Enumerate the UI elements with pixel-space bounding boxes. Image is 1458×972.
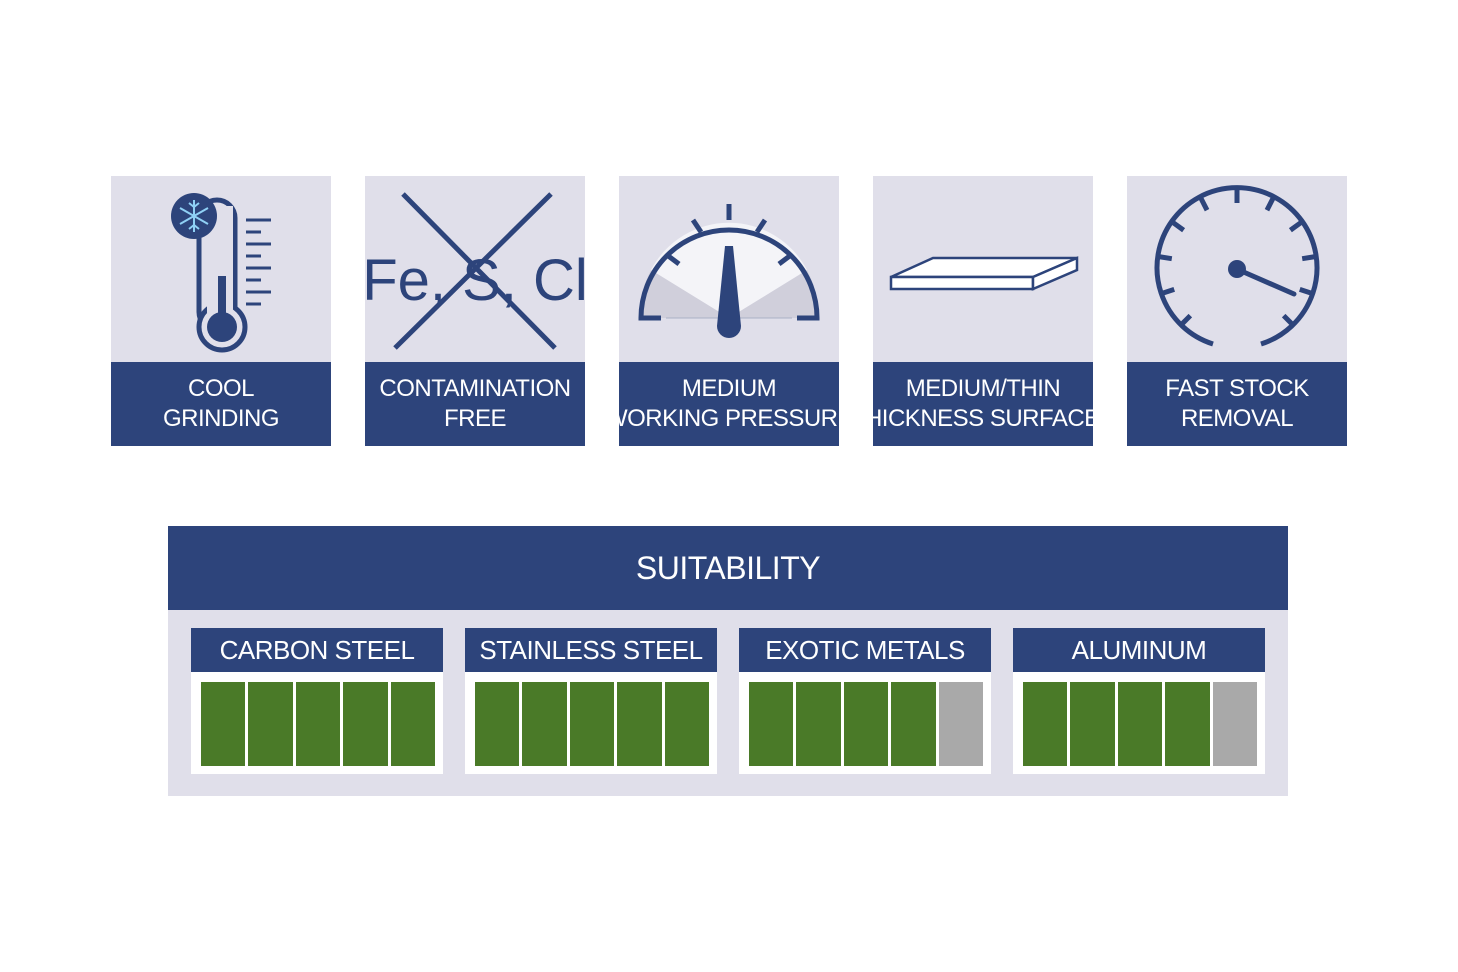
rating-cell-filled	[796, 682, 841, 766]
feature-fast-stock-removal: FAST STOCK REMOVAL	[1127, 176, 1347, 446]
rating-cell-filled	[617, 682, 662, 766]
feature-cool-grinding: COOL GRINDING	[111, 176, 331, 446]
feature-medium-pressure: MEDIUM WORKING PRESSURE	[605, 176, 854, 446]
feature-label: CONTAMINATION FREE	[365, 362, 585, 446]
speedometer-tick	[1160, 287, 1176, 297]
rating-cell-empty	[1212, 682, 1258, 766]
contamination-elements-text: Fe, S, Cl	[365, 248, 585, 313]
rating-cell-filled	[343, 682, 388, 766]
speedometer-tick	[1288, 219, 1304, 233]
rating-cell-filled	[843, 682, 889, 766]
material-name: CARBON STEEL	[191, 628, 443, 672]
speedometer-tick	[1281, 313, 1296, 328]
rating-bar	[201, 682, 436, 766]
material-name: EXOTIC METALS	[739, 628, 991, 672]
feature-label: MEDIUM/THIN THICKNESS SURFACES	[851, 362, 1116, 446]
rating-cell-filled	[475, 682, 520, 766]
contamination-free-icon: Fe, S, Cl	[365, 176, 585, 362]
rating-cell-filled	[248, 682, 293, 766]
speedometer-tick	[1170, 219, 1186, 233]
feature-contamination-free: Fe, S, Cl CONTAMINATION FREE	[365, 176, 585, 446]
thin-plate-icon	[873, 176, 1093, 362]
rating-cell-filled	[390, 682, 436, 766]
rating-cell-empty	[938, 682, 984, 766]
rating-bar	[1023, 682, 1258, 766]
rating-cell-filled	[201, 682, 246, 766]
rating-cell-filled	[1165, 682, 1210, 766]
rating-cell-filled	[1070, 682, 1115, 766]
speedometer-tick	[1157, 254, 1173, 262]
rating-bar	[749, 682, 984, 766]
pressure-gauge-icon	[619, 176, 839, 362]
feature-list: COOL GRINDING Fe, S, Cl CONTAMINATION FR…	[111, 176, 1347, 446]
material-name: ALUMINUM	[1013, 628, 1265, 672]
speedometer-tick	[1178, 313, 1193, 328]
thermometer-snowflake-icon	[111, 176, 331, 362]
rating-cell-filled	[664, 682, 710, 766]
rating-bar	[475, 682, 710, 766]
rating-cell-filled	[295, 682, 341, 766]
suitability-title: SUITABILITY	[168, 526, 1288, 610]
material-carbon-steel: CARBON STEEL	[191, 628, 443, 774]
rating-cell-filled	[1117, 682, 1163, 766]
rating-cell-filled	[749, 682, 794, 766]
speedometer-icon	[1127, 176, 1347, 362]
feature-thin-surfaces: MEDIUM/THIN THICKNESS SURFACES	[851, 176, 1116, 446]
feature-label: COOL GRINDING	[111, 362, 331, 446]
rating-cell-filled	[569, 682, 615, 766]
speedometer-tick	[1264, 196, 1276, 212]
material-name: STAINLESS STEEL	[465, 628, 717, 672]
material-stainless-steel: STAINLESS STEEL	[465, 628, 717, 774]
rating-cell-filled	[891, 682, 936, 766]
material-aluminum: ALUMINUM	[1013, 628, 1265, 774]
suitability-panel: SUITABILITY CARBON STEEL STAINLESS STEEL…	[168, 526, 1288, 796]
speedometer-tick	[1198, 196, 1210, 212]
rating-cell-filled	[522, 682, 567, 766]
feature-label: MEDIUM WORKING PRESSURE	[605, 362, 854, 446]
rating-cell-filled	[1023, 682, 1068, 766]
material-exotic-metals: EXOTIC METALS	[739, 628, 991, 774]
speedometer-tick	[1298, 287, 1314, 297]
feature-label: FAST STOCK REMOVAL	[1127, 362, 1347, 446]
speedometer-tick	[1301, 254, 1317, 262]
